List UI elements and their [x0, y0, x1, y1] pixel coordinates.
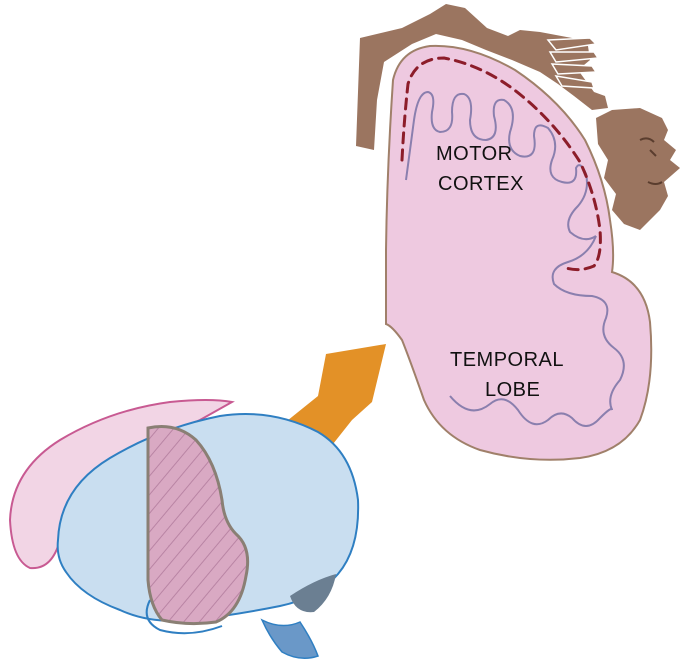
homunculus-face-detail [639, 137, 663, 185]
brainstem [260, 618, 319, 659]
temporal-lobe-label-line1: TEMPORAL [450, 349, 564, 371]
lateral-sulcus-line [551, 235, 625, 411]
coronal-slice-plane [146, 425, 250, 626]
temporal-lobe-outline [145, 599, 223, 635]
sulcus-line [405, 90, 597, 241]
temporal-sulcus-line [449, 395, 613, 427]
motor-cortex-dashed-line [400, 56, 602, 272]
temporal-lobe-label-line2: LOBE [485, 379, 540, 401]
coronal-section: MOTOR CORTEX TEMPORAL LOBE [385, 44, 653, 461]
motor-cortex-label-line2: CORTEX [438, 173, 524, 195]
motor-cortex-label-line1: MOTOR [436, 143, 513, 165]
lateral-brain [8, 399, 360, 659]
homunculus-head [596, 108, 680, 230]
section-outline [385, 44, 653, 461]
homunculus-icon [356, 4, 680, 230]
cerebellum [290, 574, 336, 613]
homunculus-fingers [546, 37, 600, 89]
homunculus-limb-strip [356, 4, 608, 150]
